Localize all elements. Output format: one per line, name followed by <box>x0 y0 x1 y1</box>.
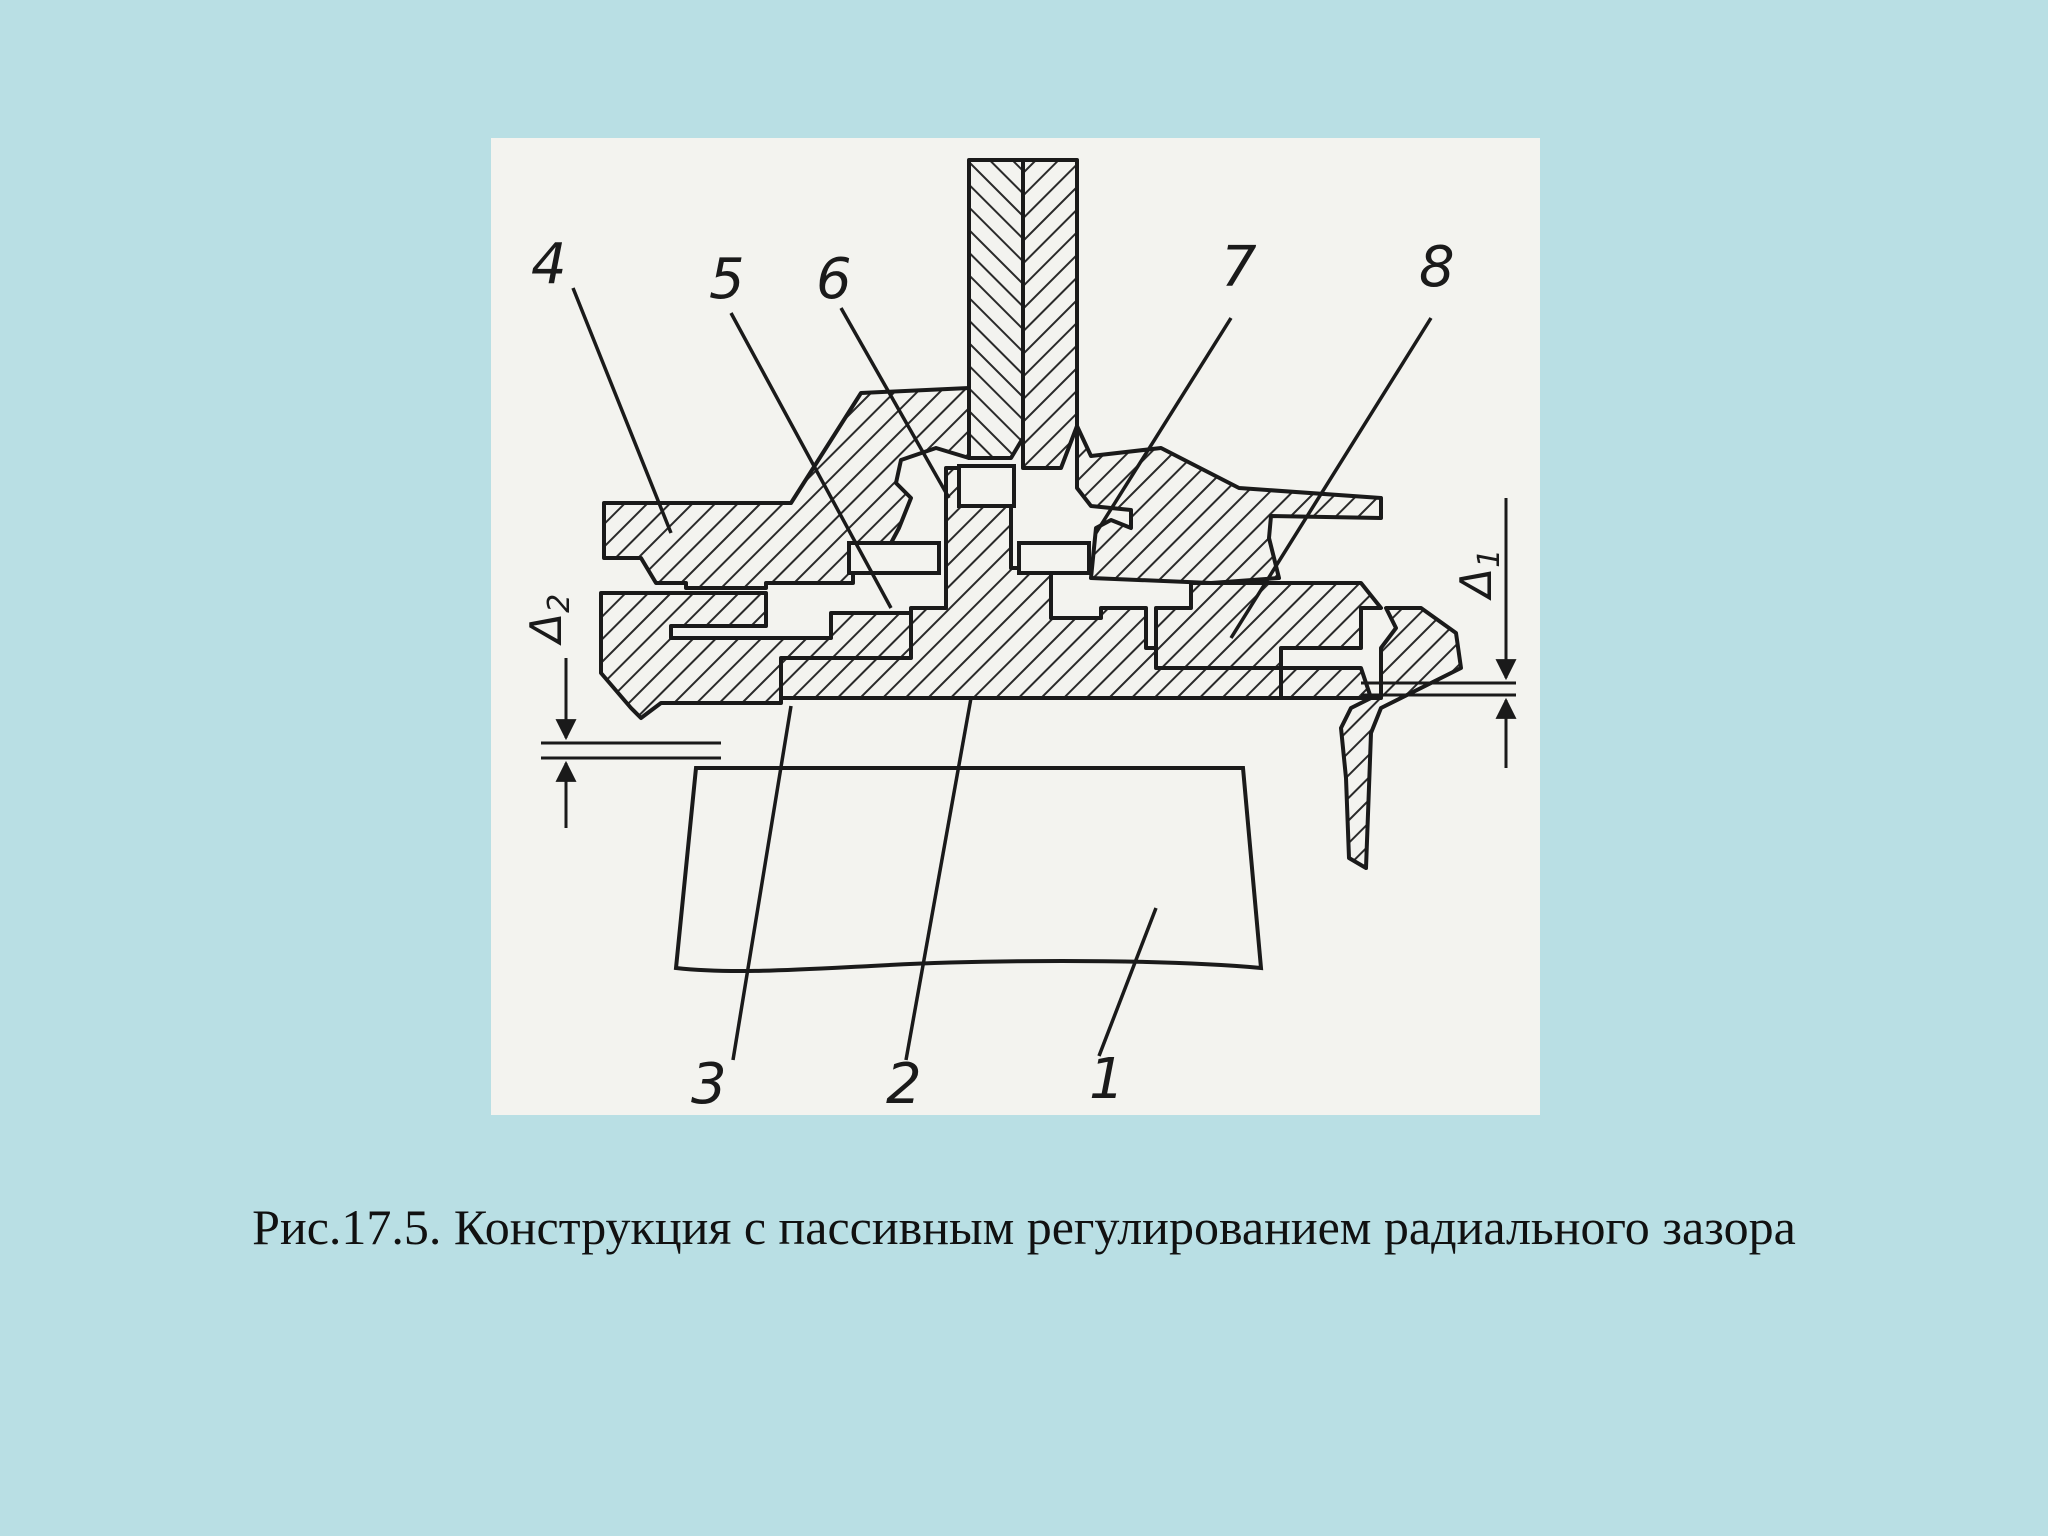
leader-2 <box>904 697 973 1061</box>
diagram-panel: 4 5 6 7 8 3 2 1 Δ1 Δ2 <box>491 138 1540 1115</box>
casing-right <box>1075 424 1383 585</box>
gap-label-delta2: Δ2 <box>521 594 577 646</box>
leader-8 <box>1229 317 1433 639</box>
part-label-8: 8 <box>1419 235 1455 300</box>
part-label-5: 5 <box>709 247 745 312</box>
rotor-blade <box>673 766 1264 974</box>
gap-label-delta1: Δ1 <box>1451 549 1507 601</box>
stem-right-strip <box>1021 158 1079 470</box>
leader-7 <box>1094 317 1233 534</box>
slot-right <box>1017 541 1091 575</box>
leader-4 <box>571 287 673 534</box>
leader-5 <box>729 312 893 609</box>
cross-section-drawing: 4 5 6 7 8 3 2 1 Δ1 Δ2 <box>521 158 1517 1115</box>
part-label-4: 4 <box>531 232 567 297</box>
slot-center <box>957 464 1016 508</box>
stem-left-strip <box>967 158 1025 460</box>
leader-1 <box>1097 907 1158 1057</box>
part-label-7: 7 <box>1221 235 1257 300</box>
part-label-1: 1 <box>1089 1047 1125 1112</box>
leader-6 <box>839 307 951 499</box>
part-label-2: 2 <box>886 1052 922 1115</box>
left-inner-ring <box>599 591 913 720</box>
part-label-3: 3 <box>691 1052 727 1115</box>
right-inner-ring <box>1154 581 1463 870</box>
leader-3 <box>731 705 793 1061</box>
figure-caption: Рис.17.5. Конструкция с пассивным регули… <box>252 1199 1796 1255</box>
part-label-6: 6 <box>816 247 852 312</box>
